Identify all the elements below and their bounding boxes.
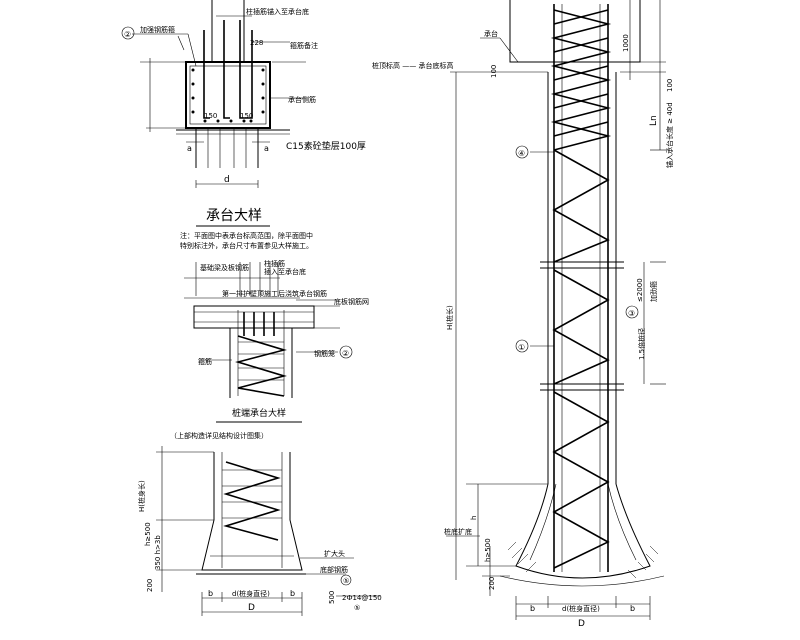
bell-dim-D: D xyxy=(248,603,255,613)
bell-dim-500: 500 xyxy=(328,591,336,604)
cap-label-side-bar: 承台侧筋 xyxy=(288,95,316,104)
pile-cap-detail: 基础梁及板钢筋 柱插筋 插入至承台底 第一排护壁顶施工后浇筑承台钢筋 底板钢筋网… xyxy=(184,259,369,423)
mp-dim-100: 100 xyxy=(490,65,498,78)
mp-dim-100b: 100 xyxy=(666,79,674,92)
mp-dim-h: h xyxy=(470,516,478,520)
pcd-circle-2: ② xyxy=(342,349,349,358)
bell-dim-b-left: b xyxy=(208,589,213,598)
pcd-label-left: 箍筋 xyxy=(198,357,212,366)
ground-hatch xyxy=(499,541,665,587)
pcd-label-top2: 柱插筋 xyxy=(264,259,285,268)
mp-label-cap: 承台 xyxy=(484,29,498,38)
bell-dim-h2: 350 h>3b xyxy=(154,535,162,570)
bell-dim-H: H(桩身长) xyxy=(137,480,146,512)
mp-dim-d: d(桩身直径) xyxy=(562,604,600,613)
main-pile: 承台 桩顶标高 —— 承台底标高 100 1000 100 Ln 锚入承台长度 … xyxy=(372,0,674,629)
cap-dim-150-left: 150 xyxy=(204,112,217,120)
bell-label-pile-dia: d(桩身直径) xyxy=(232,589,270,598)
cap-outline xyxy=(185,61,271,129)
bell-label-spiral: 2Ф14@150 xyxy=(342,594,382,602)
mp-label-ring2: 1.5倍桩径 xyxy=(637,328,646,360)
cap-note-line1: 注：平面图中表承台标高范围，除平面图中 xyxy=(180,231,313,240)
mp-label-2000: ≤2000 xyxy=(636,278,644,302)
mp-dim-h500: h≥500 xyxy=(484,538,492,562)
cap-label-c15: C15素砼垫层100厚 xyxy=(286,140,366,152)
mp-label-Ln-note: 锚入承台长度 ≥ 40d xyxy=(665,102,674,168)
bell-label-bottom: 底部钢筋 xyxy=(320,565,348,574)
cap-label-anchor: 柱插筋锚入至承台底 xyxy=(246,7,309,16)
cap-label-steel-ring: 加强钢筋箍 xyxy=(140,25,175,34)
pcd-label-top1: 基础梁及板钢筋 xyxy=(200,263,249,272)
mp-dim-Ln: Ln xyxy=(649,115,659,126)
pcd-label-right: 底板钢筋网 xyxy=(334,297,369,306)
cap-note-line2: 特别标注外，承台尺寸布置参见大样施工。 xyxy=(180,241,313,250)
mp-dim-200: 200 xyxy=(488,577,496,590)
mp-dim-1000: 1000 xyxy=(622,34,630,52)
mp-dim-b-left: b xyxy=(530,604,535,613)
bell-dim-h1: h≥500 xyxy=(144,522,152,546)
mp-label-base: 桩底扩底 xyxy=(444,527,472,536)
mp-dim-H: H(桩长) xyxy=(445,305,454,330)
cap-dim-a-right: a xyxy=(264,144,269,153)
pcd-label-rebar: 钢筋笼 xyxy=(314,349,335,358)
mp-circle-4: ④ xyxy=(518,149,525,158)
pcd-title: 桩端承台大样 xyxy=(232,407,286,419)
bell-detail: （上部构造详见结构设计图集） H(桩身长) h≥500 xyxy=(137,431,382,616)
cap-dim-a-left: a xyxy=(187,144,192,153)
bell-dim-200: 200 xyxy=(146,579,154,592)
mp-circle-3: ③ xyxy=(628,309,635,318)
cap-circle-2: ② xyxy=(124,30,131,39)
cap-detail: ② 加强钢筋箍 柱插筋锚入至承台底 228 箍筋备注 承台侧筋 150 150 … xyxy=(121,0,366,250)
cap-label-228: 228 xyxy=(250,39,263,47)
bell-circle-5: ⑤ xyxy=(343,577,349,585)
mp-dim-D: D xyxy=(578,619,585,629)
pcd-label-mid: 第一排护壁顶施工后浇筑承台钢筋 xyxy=(222,289,327,298)
pcd-label-top3: 插入至承台底 xyxy=(264,267,306,276)
cage-top-spiral xyxy=(550,9,612,151)
mp-label-ring-note: 加劲箍 xyxy=(649,281,658,302)
cap-title: 承台大样 xyxy=(206,208,262,224)
cap-rebar-dots xyxy=(191,68,265,123)
bell-circle-5b: ⑤ xyxy=(354,604,360,612)
mp-label-top-elev: 桩顶标高 —— 承台底标高 xyxy=(372,61,453,70)
cap-dim-d: d xyxy=(224,175,230,185)
mp-circle-1: ① xyxy=(518,343,525,352)
bell-dim-b-right: b xyxy=(290,589,295,598)
mp-dim-b-right: b xyxy=(630,604,635,613)
bell-label-rebar: 扩大头 xyxy=(324,549,345,558)
bell-caption: （上部构造详见结构设计图集） xyxy=(170,431,268,440)
cap-dim-150-right: 150 xyxy=(240,112,253,120)
cap-label-ring: 箍筋备注 xyxy=(290,41,318,50)
